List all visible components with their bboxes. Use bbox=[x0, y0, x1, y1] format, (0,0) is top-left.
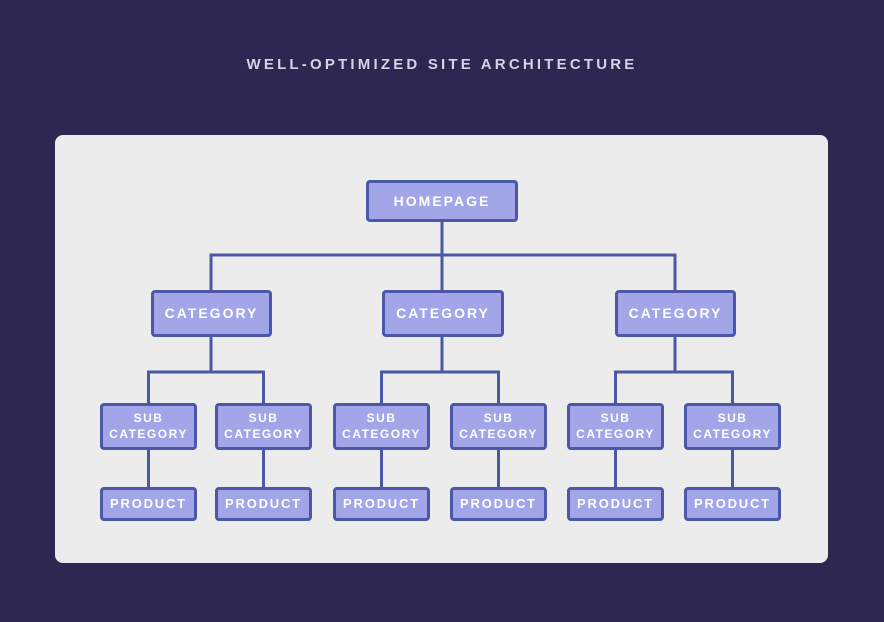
node-product-3: PRODUCT bbox=[333, 487, 430, 521]
node-subcategory-3: SUB CATEGORY bbox=[333, 403, 430, 450]
node-subcategory-4: SUB CATEGORY bbox=[450, 403, 547, 450]
node-subcategory-5: SUB CATEGORY bbox=[567, 403, 664, 450]
node-product-4: PRODUCT bbox=[450, 487, 547, 521]
node-category-3: CATEGORY bbox=[615, 290, 736, 337]
node-subcategory-2: SUB CATEGORY bbox=[215, 403, 312, 450]
connector-lines bbox=[147, 222, 734, 487]
diagram-panel: HOMEPAGE CATEGORY CATEGORY CATEGORY SUB … bbox=[55, 135, 828, 563]
diagram-title: WELL-OPTIMIZED SITE ARCHITECTURE bbox=[246, 56, 638, 73]
node-product-6: PRODUCT bbox=[684, 487, 781, 521]
node-product-5: PRODUCT bbox=[567, 487, 664, 521]
node-product-2: PRODUCT bbox=[215, 487, 312, 521]
node-subcategory-1: SUB CATEGORY bbox=[100, 403, 197, 450]
node-homepage: HOMEPAGE bbox=[366, 180, 518, 222]
node-category-2: CATEGORY bbox=[382, 290, 504, 337]
node-product-1: PRODUCT bbox=[100, 487, 197, 521]
node-subcategory-6: SUB CATEGORY bbox=[684, 403, 781, 450]
node-category-1: CATEGORY bbox=[151, 290, 272, 337]
